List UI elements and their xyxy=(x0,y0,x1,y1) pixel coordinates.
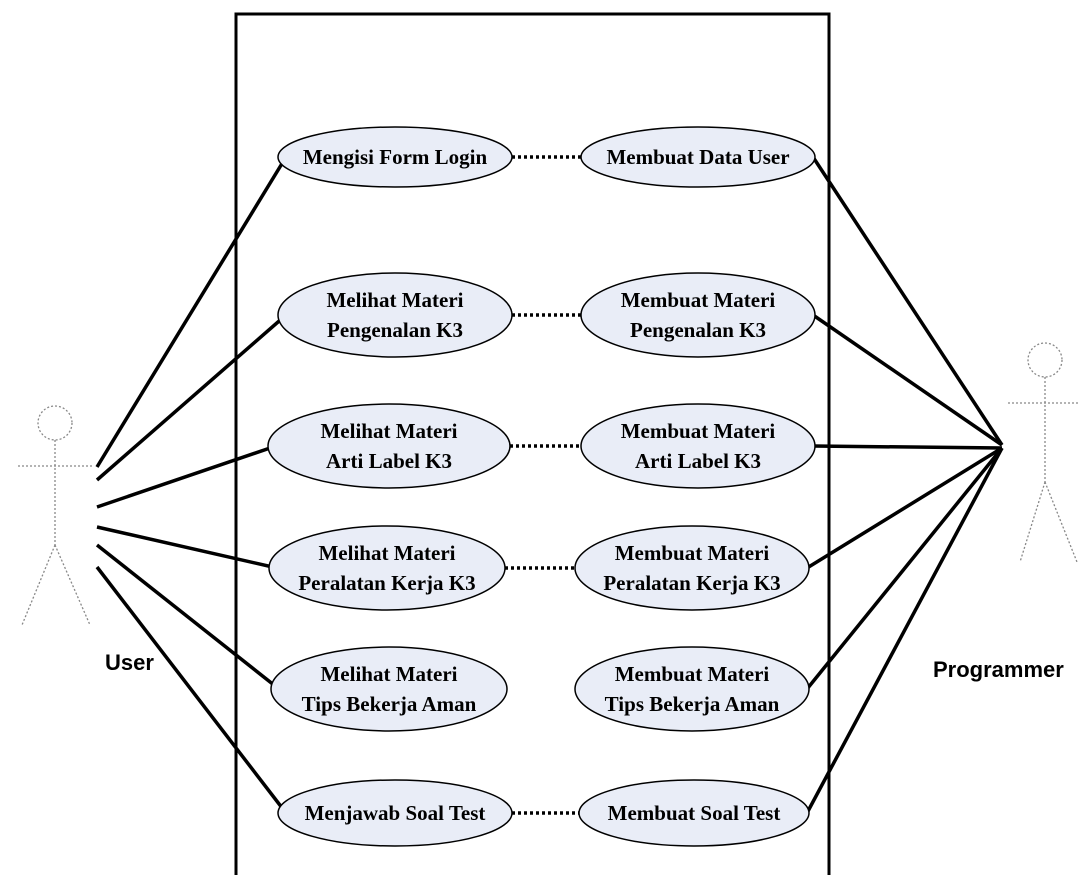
user-use-case-label-line: Melihat Materi xyxy=(320,662,457,686)
programmer-association-line xyxy=(812,313,1003,447)
programmer-association-line xyxy=(812,444,1003,450)
user-use-case-ellipse xyxy=(268,525,506,611)
programmer-use-case-label-line: Membuat Materi xyxy=(621,419,776,443)
programmer-actor-label: Programmer xyxy=(933,657,1064,682)
programmer-use-case-ellipse xyxy=(578,779,810,847)
programmer-association-line xyxy=(806,446,1003,570)
programmer-association-line xyxy=(805,446,1004,691)
user-use-case-ellipse xyxy=(277,779,513,847)
programmer-use-case-label-line: Membuat Data User xyxy=(606,145,789,169)
user-association-line xyxy=(95,543,281,691)
user-use-case-label-line: Pengenalan K3 xyxy=(327,318,463,342)
programmer-use-case-ellipse xyxy=(580,126,816,188)
user-association-line xyxy=(96,525,278,570)
user-association-line xyxy=(95,313,288,482)
user-use-case-label-line: Tips Bekerja Aman xyxy=(302,692,477,716)
user-use-case-label-line: Mengisi Form Login xyxy=(303,145,488,169)
programmer-use-case-ellipse xyxy=(580,403,816,489)
user-use-case-label-line: Melihat Materi xyxy=(318,541,455,565)
user-use-case-ellipse xyxy=(277,272,513,358)
user-use-case-ellipse xyxy=(270,646,508,732)
user-use-case-label-line: Melihat Materi xyxy=(320,419,457,443)
programmer-actor-icon xyxy=(1008,342,1080,563)
programmer-use-case-label-line: Tips Bekerja Aman xyxy=(605,692,780,716)
user-use-case-ellipse xyxy=(267,403,511,489)
user-use-case: Menjawab Soal Test xyxy=(277,779,513,847)
programmer-use-case-label-line: Pengenalan K3 xyxy=(630,318,766,342)
user-use-case-label-line: Menjawab Soal Test xyxy=(305,801,486,825)
user-actor-label: User xyxy=(105,650,154,675)
programmer-association-line xyxy=(805,447,1004,814)
user-association-line xyxy=(95,156,288,468)
programmer-association-line xyxy=(811,156,1004,446)
user-association-line xyxy=(95,565,288,815)
user-use-case-ellipse xyxy=(277,126,513,188)
programmer-use-case-ellipse xyxy=(580,272,816,358)
programmer-use-case-label-line: Membuat Materi xyxy=(615,662,770,686)
dependency-lines xyxy=(505,155,581,815)
programmer-use-case-ellipse xyxy=(574,646,810,732)
user-association-line xyxy=(96,444,277,509)
programmer-use-case-label-line: Peralatan Kerja K3 xyxy=(603,571,780,595)
programmer-use-case-label-line: Arti Label K3 xyxy=(635,449,761,473)
user-use-case-label-line: Arti Label K3 xyxy=(326,449,452,473)
programmer-use-case-ellipse xyxy=(574,525,810,611)
programmer-use-case-label-line: Membuat Materi xyxy=(615,541,770,565)
programmer-use-case: Membuat Data User xyxy=(580,126,816,188)
programmer-use-case: Membuat Soal Test xyxy=(578,779,810,847)
user-use-case: Mengisi Form Login xyxy=(277,126,513,188)
programmer-use-case-label-line: Membuat Soal Test xyxy=(608,801,781,825)
association-lines xyxy=(95,156,1004,815)
programmer-use-case-label-line: Membuat Materi xyxy=(621,288,776,312)
user-use-case-label-line: Melihat Materi xyxy=(326,288,463,312)
user-actor-icon xyxy=(18,405,92,626)
user-use-case-label-line: Peralatan Kerja K3 xyxy=(298,571,475,595)
